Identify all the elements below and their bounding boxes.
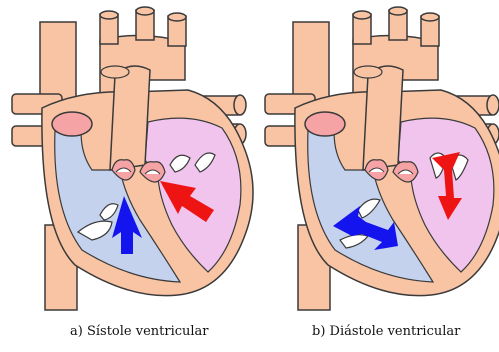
panel-diastole xyxy=(265,7,499,310)
caption-systole: a) Sístole ventricular xyxy=(70,324,209,339)
caption-diastole: b) Diástole ventricular xyxy=(312,324,460,339)
panel-systole xyxy=(12,7,253,310)
